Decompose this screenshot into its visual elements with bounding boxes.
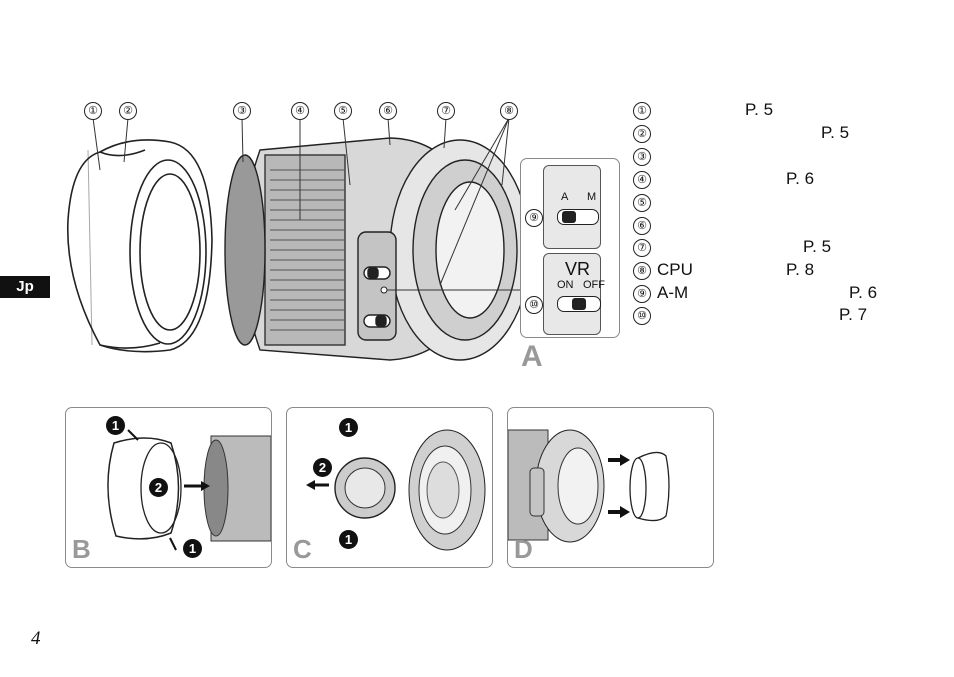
callout-7: ⑦ [437, 102, 455, 120]
step-badge: 1 [339, 530, 358, 549]
vr-switch-knob [572, 298, 586, 310]
vr-switch-label-off: OFF [583, 279, 605, 291]
legend-number: ④ [633, 171, 651, 189]
legend-number: ⑨ [633, 285, 651, 303]
legend-item-10: ⑩ P. 7 [633, 305, 933, 327]
lens-body-drawing [224, 137, 531, 361]
am-switch-label-a: A [561, 191, 569, 203]
lens-diagram [66, 117, 531, 361]
legend-number: ② [633, 125, 651, 143]
step-badge: 1 [339, 418, 358, 437]
legend-number: ① [633, 102, 651, 120]
panel-letter-b: B [72, 534, 91, 564]
callout-5: ⑤ [334, 102, 352, 120]
legend-number: ⑥ [633, 217, 651, 235]
callout-1: ① [84, 102, 102, 120]
legend-number: ⑩ [633, 307, 651, 325]
legend-page-ref: P. 6 [849, 283, 878, 302]
legend-number: ③ [633, 148, 651, 166]
callout-6: ⑥ [379, 102, 397, 120]
panel-c: 1 2 1 C [286, 407, 493, 568]
legend-item-9: ⑨ A-M P. 6 [633, 283, 933, 305]
legend-page-ref: P. 5 [745, 100, 774, 119]
hood-attach-drawing [107, 429, 271, 551]
legend-label: CPU [657, 260, 693, 279]
front-cap-drawing [306, 429, 486, 551]
am-switch-label-m: M [587, 191, 597, 203]
step-badge: 2 [313, 458, 332, 477]
vr-switch-track [557, 296, 601, 312]
step-badge: 1 [183, 539, 202, 558]
legend-item-3: ③ [633, 146, 933, 168]
panel-letter-d: D [514, 534, 533, 564]
legend-item-6: ⑥ [633, 215, 933, 237]
step-badge: 1 [106, 416, 125, 435]
legend-item-8: ⑧ CPU P. 8 [633, 260, 933, 282]
am-switch-knob [562, 211, 576, 223]
panel-letter-c: C [293, 534, 312, 564]
legend-label: A-M [657, 283, 689, 302]
am-switch-track [557, 209, 599, 225]
callout-4: ④ [291, 102, 309, 120]
legend-item-1: ① P. 5 [633, 100, 933, 122]
callout-3: ③ [233, 102, 251, 120]
vr-switch-label-on: ON [557, 279, 574, 291]
legend-page-ref: P. 7 [839, 305, 868, 324]
legend-item-2: ② P. 5 [633, 123, 933, 145]
panel-b: 1 2 1 B [65, 407, 272, 568]
legend-page-ref: P. 8 [786, 260, 815, 279]
switch-detail-inset: A M ⑨ VR ON OFF ⑩ [520, 158, 620, 338]
legend-page-ref: P. 6 [786, 169, 815, 188]
legend-page-ref: P. 5 [821, 123, 850, 142]
step-badge: 2 [149, 478, 168, 497]
legend-item-4: ④ P. 6 [633, 169, 933, 191]
legend-item-5: ⑤ [633, 192, 933, 214]
callout-2: ② [119, 102, 137, 120]
legend-number: ⑤ [633, 194, 651, 212]
callout-10: ⑩ [525, 296, 543, 314]
vr-switch-title: VR [565, 259, 591, 279]
lens-hood-drawing [66, 139, 213, 353]
language-tab: Jp [0, 276, 50, 298]
vr-switch-plate [543, 253, 601, 335]
am-switch-plate [543, 165, 601, 249]
figure-letter-a: A [521, 340, 543, 373]
rear-cap-drawing [508, 429, 670, 543]
legend-number: ⑧ [633, 262, 651, 280]
page-number: 4 [31, 628, 41, 649]
legend-item-7: ⑦ P. 5 [633, 237, 933, 259]
panel-d: D [507, 407, 714, 568]
legend-page-ref: P. 5 [803, 237, 832, 256]
legend-number: ⑦ [633, 239, 651, 257]
callout-8: ⑧ [500, 102, 518, 120]
callout-9: ⑨ [525, 209, 543, 227]
leader-lines [92, 117, 525, 291]
